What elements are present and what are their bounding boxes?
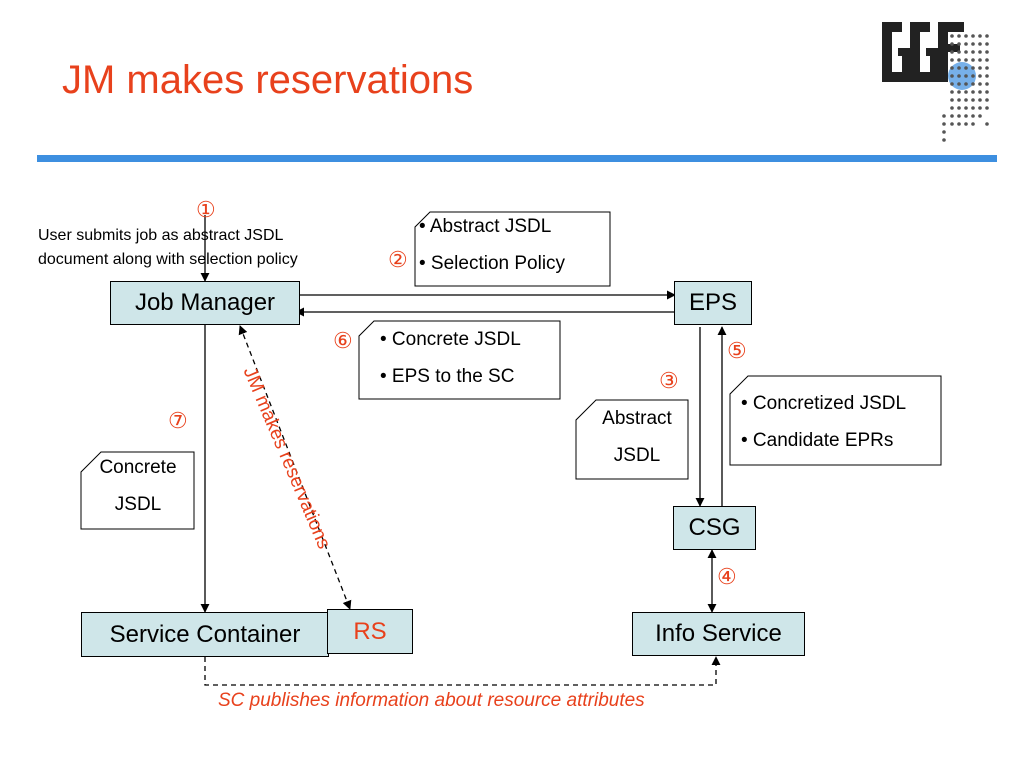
- step-6-marker: ⑥: [333, 328, 353, 353]
- intro-line-1: User submits job as abstract JSDL: [38, 227, 284, 244]
- eps-box: EPS: [674, 281, 752, 325]
- note-concrete: Concrete JSDL: [86, 457, 190, 531]
- note-submit-line-1: • Abstract JSDL: [419, 216, 552, 237]
- title-rule: [37, 155, 997, 162]
- job-manager-box: Job Manager: [110, 281, 300, 325]
- note-csg-reply: • Concretized JSDL • Candidate EPRs: [741, 393, 906, 467]
- csg-box: CSG: [673, 506, 756, 550]
- note-abstract: Abstract JSDL: [592, 408, 682, 482]
- note-eps-reply: • Concrete JSDL • EPS to the SC: [380, 329, 521, 403]
- note-frame-abstract: [575, 399, 689, 480]
- note-eps-reply-line-2: • EPS to the SC: [380, 365, 515, 387]
- note-eps-reply-line-1: • Concrete JSDL: [380, 329, 521, 350]
- service-container-box: Service Container: [81, 612, 329, 657]
- step-5-marker: ⑤: [727, 338, 747, 363]
- ggf-logo-icon: [882, 22, 989, 142]
- step-2-marker: ②: [388, 247, 408, 272]
- note-submit-line-2: • Selection Policy: [419, 252, 566, 274]
- info-service-box: Info Service: [632, 612, 805, 656]
- note-frame-csg-reply: [729, 375, 942, 466]
- arrow-jm-rs: [238, 325, 352, 610]
- note-csg-reply-line-1: • Concretized JSDL: [741, 393, 907, 414]
- step-3-marker: ③: [659, 368, 679, 393]
- note-frame-eps-reply: [358, 320, 561, 400]
- note-csg-reply-line-2: • Candidate EPRs: [741, 429, 894, 451]
- rs-box: RS: [327, 609, 413, 654]
- step-4-marker: ④: [717, 564, 737, 589]
- note-concrete-line-1: Concrete: [99, 457, 177, 478]
- rs-label: RS: [353, 617, 387, 645]
- note-submit: • Abstract JSDL • Selection Policy: [419, 216, 565, 290]
- note-concrete-line-2: JSDL: [114, 493, 162, 515]
- page-title: JM makes reservations: [62, 58, 474, 102]
- intro-text: User submits job as abstract JSDL docume…: [38, 224, 298, 272]
- intro-line-2: document along with selection policy: [38, 251, 298, 268]
- note-abstract-line-1: Abstract: [602, 408, 672, 429]
- note-abstract-line-2: JSDL: [613, 444, 661, 466]
- step-1-marker: ①: [196, 197, 216, 222]
- arrow-publish: [204, 656, 721, 686]
- note-frame-concrete: [80, 451, 195, 530]
- publish-label: SC publishes information about resource …: [218, 690, 645, 711]
- note-frame-submit: [414, 211, 611, 287]
- step-7-marker: ⑦: [168, 408, 188, 433]
